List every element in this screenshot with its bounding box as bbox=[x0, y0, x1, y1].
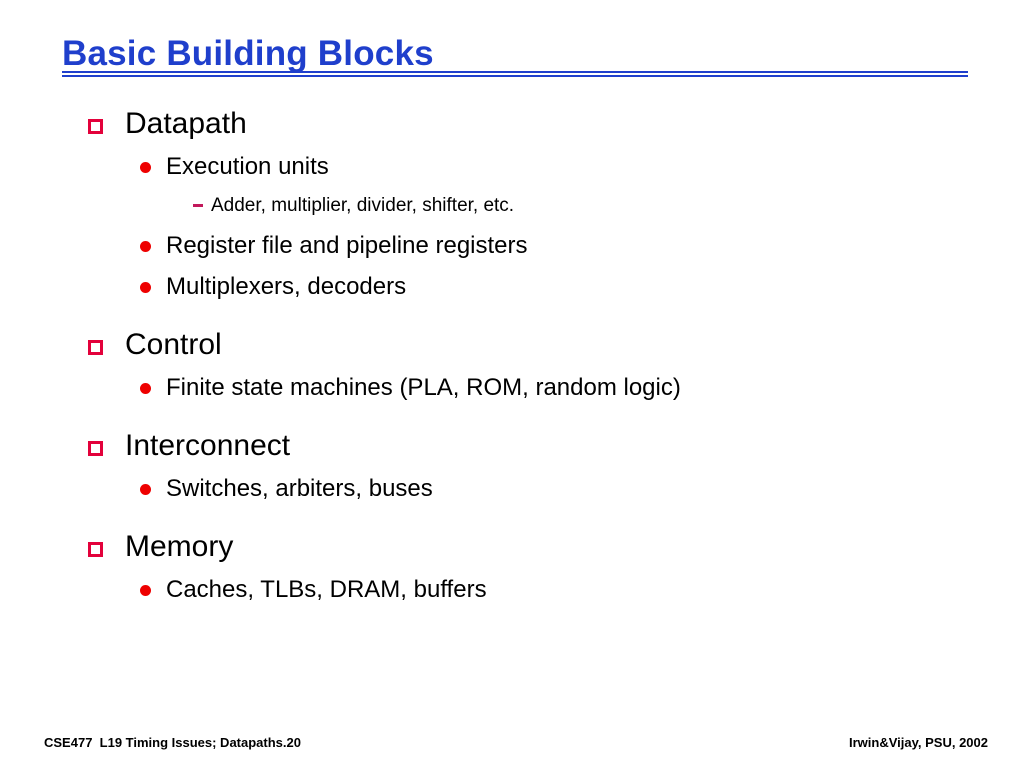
square-bullet-icon bbox=[88, 340, 103, 355]
title-rule-line-top bbox=[62, 71, 968, 73]
section-spacer bbox=[0, 410, 1024, 426]
outline-item-level1: Datapath bbox=[0, 104, 1024, 148]
outline-item-level1: Memory bbox=[0, 527, 1024, 571]
outline-item-level2: Switches, arbiters, buses bbox=[0, 470, 1024, 511]
page-title: Basic Building Blocks bbox=[62, 34, 434, 73]
title-rule-line-bottom bbox=[62, 75, 968, 77]
disc-bullet-icon bbox=[140, 383, 151, 394]
disc-bullet-icon bbox=[140, 162, 151, 173]
outline-item-level1: Control bbox=[0, 325, 1024, 369]
outline-item-label: Finite state machines (PLA, ROM, random … bbox=[166, 374, 681, 401]
outline-item-level2: Execution units bbox=[0, 148, 1024, 189]
outline-item-label: Control bbox=[125, 328, 222, 361]
outline-item-label: Multiplexers, decoders bbox=[166, 273, 407, 300]
outline-item-label: Switches, arbiters, buses bbox=[166, 475, 433, 502]
section-spacer bbox=[0, 511, 1024, 527]
disc-bullet-icon bbox=[140, 484, 151, 495]
outline-item-label: Interconnect bbox=[125, 429, 291, 462]
square-bullet-icon bbox=[88, 542, 103, 557]
outline-item-level2: Register file and pipeline registers bbox=[0, 227, 1024, 268]
outline-item-level2: Caches, TLBs, DRAM, buffers bbox=[0, 571, 1024, 612]
title-underline-rule bbox=[62, 71, 968, 77]
outline-item-level3: Adder, multiplier, divider, shifter, etc… bbox=[0, 189, 1024, 227]
title-block: Basic Building Blocks bbox=[62, 34, 968, 77]
outline-item-level1: Interconnect bbox=[0, 426, 1024, 470]
outline-item-label: Datapath bbox=[125, 107, 247, 140]
outline-item-label: Caches, TLBs, DRAM, buffers bbox=[166, 576, 487, 603]
square-bullet-icon bbox=[88, 441, 103, 456]
footer-credit-label: Irwin&Vijay, PSU, 2002 bbox=[849, 735, 988, 750]
square-bullet-icon bbox=[88, 119, 103, 134]
slide-body-outline: Datapath Execution units Adder, multipli… bbox=[0, 104, 1024, 612]
dash-bullet-icon bbox=[193, 204, 203, 207]
outline-item-label: Execution units bbox=[166, 153, 329, 180]
outline-item-level2: Multiplexers, decoders bbox=[0, 268, 1024, 309]
outline-item-level2: Finite state machines (PLA, ROM, random … bbox=[0, 369, 1024, 410]
section-spacer bbox=[0, 309, 1024, 325]
outline-item-label: Register file and pipeline registers bbox=[166, 232, 528, 259]
footer-course-label: CSE477 L19 Timing Issues; Datapaths.20 bbox=[44, 735, 301, 750]
outline-item-label: Memory bbox=[125, 530, 234, 563]
disc-bullet-icon bbox=[140, 241, 151, 252]
outline-item-label: Adder, multiplier, divider, shifter, etc… bbox=[211, 195, 515, 216]
disc-bullet-icon bbox=[140, 585, 151, 596]
disc-bullet-icon bbox=[140, 282, 151, 293]
slide-footer: CSE477 L19 Timing Issues; Datapaths.20 I… bbox=[0, 735, 1024, 759]
